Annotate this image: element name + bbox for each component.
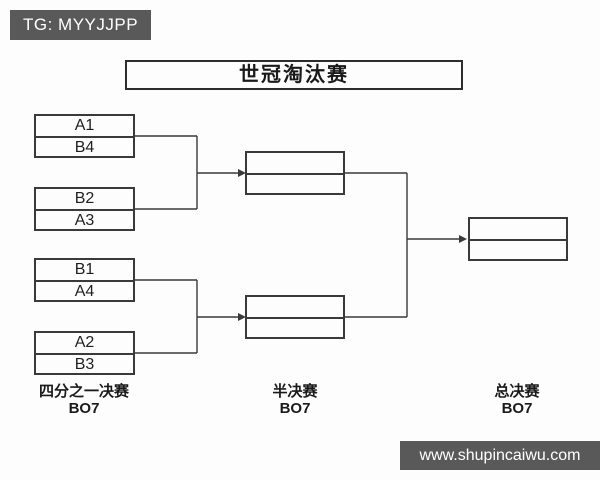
round-name: 总决赛 (494, 383, 540, 400)
round-label-quarterfinals: 四分之一决赛 BO7 (4, 383, 164, 417)
quarterfinal-match-1: A1 B4 (34, 114, 135, 158)
sf-connector (345, 172, 460, 318)
seed-slot: B1 (36, 260, 133, 282)
seed-slot: B2 (36, 189, 133, 211)
empty-slot (247, 297, 343, 319)
empty-slot (470, 241, 566, 261)
tournament-title: 世冠淘汰赛 (125, 60, 463, 90)
website-watermark: www.shupincaiwu.com (400, 441, 600, 470)
arrowhead-icon (459, 235, 467, 243)
semifinal-match-2 (245, 295, 345, 339)
round-format: BO7 (279, 400, 311, 417)
seed-slot: A3 (74, 212, 95, 229)
round-label-finals: 总决赛 BO7 (437, 383, 597, 417)
empty-slot (247, 319, 343, 339)
round-label-semifinals: 半决赛 BO7 (215, 383, 375, 417)
seed-slot: A4 (74, 283, 95, 300)
final-match (468, 217, 568, 261)
round-name: 四分之一决赛 (38, 383, 129, 400)
empty-slot (247, 175, 343, 195)
empty-slot (247, 153, 343, 175)
round-name: 半决赛 (272, 383, 318, 400)
qf-top-connector (135, 135, 239, 210)
quarterfinal-match-4: A2 B3 (34, 331, 135, 375)
quarterfinal-match-2: B2 A3 (34, 187, 135, 231)
round-format: BO7 (501, 400, 533, 417)
seed-slot: A2 (36, 333, 133, 355)
seed-slot: A1 (36, 116, 133, 138)
seed-slot: B3 (74, 356, 95, 373)
qf-bottom-connector (135, 279, 239, 354)
empty-slot (470, 219, 566, 241)
quarterfinal-match-3: B1 A4 (34, 258, 135, 302)
round-format: BO7 (68, 400, 100, 417)
tg-watermark-badge: TG: MYYJJPP (10, 10, 152, 40)
semifinal-match-1 (245, 151, 345, 195)
seed-slot: B4 (74, 139, 95, 156)
